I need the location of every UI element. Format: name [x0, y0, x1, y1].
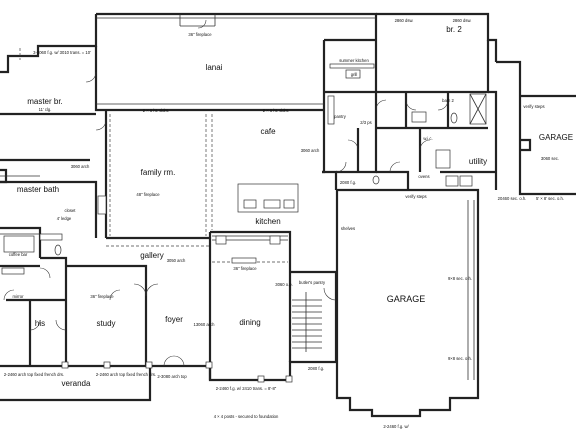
note-entry-door: 20460 sec. o.h.	[498, 196, 527, 201]
note-veranda-mid: 2-2460 arch top fixed french drs.	[96, 372, 156, 377]
doors	[3, 19, 449, 367]
room-labels: lanai master br. 11' clg. family rm. caf…	[9, 25, 573, 388]
note-verify-steps-garage: verify steps	[405, 194, 426, 199]
grill	[345, 69, 361, 79]
note-garage-door-right-top: 9×8 sec. o.h.	[448, 276, 472, 281]
room-label-foyer: foyer	[165, 315, 183, 324]
note-garage-door-right-bottom: 9×8 sec. o.h.	[448, 356, 472, 361]
room-label-dining: dining	[239, 318, 260, 327]
room-label-bath2: bath 2	[442, 98, 454, 103]
room-label-coffee-bar: coffee bar	[9, 252, 28, 257]
note-fireplace-lanai: 36" fireplace	[188, 32, 212, 37]
note-master-window: 3-3060 f.g. w/ 3010 trans. = 10'	[33, 50, 91, 55]
room-label-master-br: master br.	[27, 97, 63, 106]
room-label-veranda: veranda	[62, 379, 91, 388]
note-right-edge: 3060 sec.	[541, 156, 559, 161]
room-label-grill: grill	[351, 72, 358, 77]
room-label-his: his	[35, 319, 45, 328]
note-gallery-opening: 4' ledge	[57, 216, 72, 221]
room-label-garage-side: GARAGE	[539, 133, 573, 142]
note-posts: 4 × 4 posts - secured to foundation	[214, 414, 279, 419]
fixtures	[1, 63, 487, 275]
note-veranda-left: 2-2460 arch top fixed french drs.	[4, 372, 64, 377]
note-garage-bottom-door: 2-2460 f.g. w/	[383, 424, 409, 429]
note-arch-gallery: 3050 arch	[167, 258, 186, 263]
room-label-lanai: lanai	[206, 63, 223, 72]
note-sliders-right: 2 × 8 ht. sldrs.	[263, 108, 289, 113]
room-note-master-ceiling: 11' clg.	[39, 107, 52, 112]
note-utility-door: 2080 f.g.	[308, 366, 324, 371]
annotations: 36" fireplace 48" fireplace 36" fireplac…	[4, 18, 564, 429]
note-pantry-door: 2080 f.g.	[340, 180, 356, 185]
note-kitchen-opening: 3060 o.p.	[275, 282, 292, 287]
room-label-family-rm: family rm.	[141, 168, 176, 177]
note-arch-cafe: 3060 arch	[301, 148, 320, 153]
note-verify-steps-top: verify steps	[523, 104, 544, 109]
room-label-summer-kitchen: summer kitchen	[339, 58, 369, 63]
exterior-walls	[0, 12, 576, 418]
note-dining-door: 2-2460 f.g. w/ 2410 trans. = 8'-8"	[216, 386, 277, 391]
note-br2-window-right: 2860 dsw.	[453, 18, 472, 23]
note-sliders-left: 2 × 8 ht. sldrs.	[143, 108, 169, 113]
detail-lines	[0, 14, 475, 383]
room-label-ovens: ovens	[418, 174, 429, 179]
note-fireplace-study: 36" fireplace	[90, 294, 114, 299]
room-label-master-bath: master bath	[17, 185, 59, 194]
note-br2-window-left: 2860 dsw.	[395, 18, 414, 23]
note-veranda-right: 2-3080 arch top	[157, 374, 187, 379]
room-label-butlers-pantry: butler's pantry	[299, 280, 326, 285]
note-arch-family: 3060 arch	[71, 164, 90, 169]
room-label-study: study	[96, 319, 115, 328]
room-label-gallery: gallery	[140, 251, 164, 260]
room-label-kitchen: kitchen	[255, 217, 280, 226]
note-wic-door: 2/3 ps	[360, 120, 371, 125]
room-label-shelves: shelves	[341, 226, 355, 231]
room-label-wic: w.i.c.	[423, 136, 432, 141]
room-label-mirror: mirror	[13, 294, 25, 299]
room-label-cafe: cafe	[260, 127, 276, 136]
note-fireplace-dining: 36" fireplace	[233, 266, 257, 271]
room-label-utility: utility	[469, 157, 487, 166]
note-garage-door-side: 5' × 8' sec. o.h.	[536, 196, 564, 201]
note-fireplace-family: 48" fireplace	[136, 192, 160, 197]
room-label-br2: br. 2	[446, 25, 462, 34]
interior-walls	[0, 38, 498, 380]
room-label-pantry: pantry	[334, 114, 347, 119]
room-label-closet: closet	[65, 208, 77, 213]
note-arch-dining: 13060 arch	[194, 322, 216, 327]
room-label-garage: GARAGE	[387, 294, 426, 304]
